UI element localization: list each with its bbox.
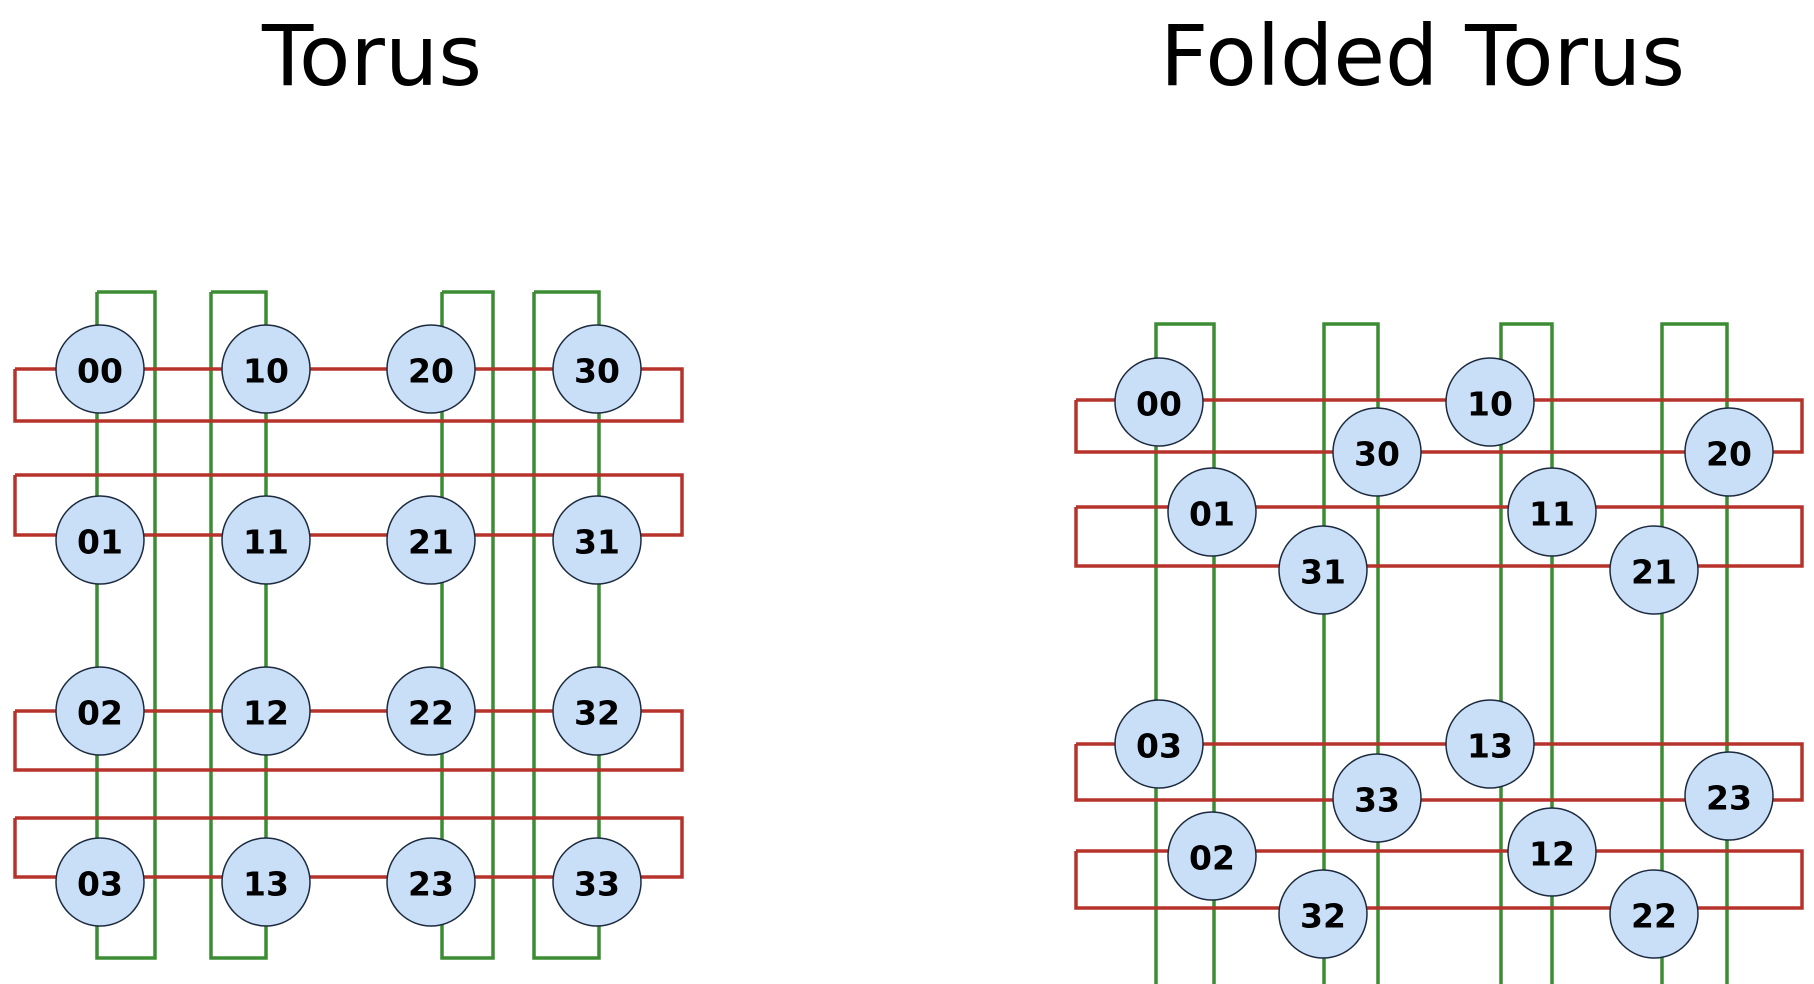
node-label: 01: [77, 523, 123, 562]
node-30: 30: [1332, 407, 1422, 497]
folded-horizontal-link-0: [1074, 398, 1804, 454]
node-23: 23: [1684, 751, 1774, 841]
node-label: 11: [243, 523, 289, 562]
node-01: 01: [55, 495, 145, 585]
node-33: 33: [552, 837, 642, 927]
node-00: 00: [55, 324, 145, 414]
folded-vertical-link-3: [1660, 322, 1729, 984]
folded-torus-diagram: 00 30 10 20 01 31 11 21 03 33 13 23 02 32 12 22: [1074, 322, 1804, 984]
node-11: 11: [1507, 467, 1597, 557]
torus-vertical-link-1: [209, 290, 268, 960]
node-12: 12: [1507, 807, 1597, 897]
node-31: 31: [552, 495, 642, 585]
node-11: 11: [221, 495, 311, 585]
node-22: 22: [386, 666, 476, 756]
node-label: 33: [574, 865, 620, 904]
node-label: 12: [243, 694, 289, 733]
node-label: 23: [408, 865, 454, 904]
node-label: 00: [77, 352, 123, 391]
node-02: 02: [1167, 811, 1257, 901]
node-label: 20: [1706, 435, 1752, 474]
node-label: 13: [1467, 727, 1513, 766]
node-20: 20: [1684, 407, 1774, 497]
node-label: 30: [574, 352, 620, 391]
node-label: 02: [1189, 839, 1235, 878]
node-00: 00: [1114, 357, 1204, 447]
node-03: 03: [55, 837, 145, 927]
node-20: 20: [386, 324, 476, 414]
torus-vertical-link-3: [532, 290, 601, 960]
node-32: 32: [1278, 869, 1368, 959]
node-label: 21: [1631, 553, 1677, 592]
node-label: 21: [408, 523, 454, 562]
folded-vertical-link-0: [1154, 322, 1216, 984]
node-label: 33: [1354, 781, 1400, 820]
node-label: 03: [77, 865, 123, 904]
node-label: 32: [1300, 897, 1346, 936]
node-label: 23: [1706, 779, 1752, 818]
node-21: 21: [1609, 525, 1699, 615]
node-label: 22: [1631, 897, 1677, 936]
node-label: 31: [1300, 553, 1346, 592]
torus-title: Torus: [262, 7, 482, 105]
node-10: 10: [1445, 357, 1535, 447]
node-13: 13: [1445, 699, 1535, 789]
node-label: 12: [1529, 835, 1575, 874]
folded-torus-title: Folded Torus: [1160, 7, 1686, 105]
node-label: 20: [408, 352, 454, 391]
node-label: 32: [574, 694, 620, 733]
torus-diagram: 00 10 20 30 01 11 21 31 02 12 22 32 03 13 23 33: [13, 290, 684, 960]
node-10: 10: [221, 324, 311, 414]
node-32: 32: [552, 666, 642, 756]
torus-horizontal-link-1: [13, 473, 684, 537]
torus-horizontal-link-3: [13, 816, 684, 879]
node-label: 02: [77, 694, 123, 733]
node-label: 10: [243, 352, 289, 391]
node-30: 30: [552, 324, 642, 414]
node-23: 23: [386, 837, 476, 927]
folded-vertical-link-1: [1322, 322, 1380, 984]
node-02: 02: [55, 666, 145, 756]
node-label: 11: [1529, 495, 1575, 534]
node-31: 31: [1278, 525, 1368, 615]
node-12: 12: [221, 666, 311, 756]
node-13: 13: [221, 837, 311, 927]
folded-horizontal-link-2: [1074, 742, 1804, 802]
node-03: 03: [1114, 699, 1204, 789]
node-label: 01: [1189, 495, 1235, 534]
node-label: 03: [1136, 727, 1182, 766]
node-label: 30: [1354, 435, 1400, 474]
node-label: 10: [1467, 385, 1513, 424]
node-label: 22: [408, 694, 454, 733]
node-01: 01: [1167, 467, 1257, 557]
node-21: 21: [386, 495, 476, 585]
node-label: 31: [574, 523, 620, 562]
node-label: 00: [1136, 385, 1182, 424]
node-label: 13: [243, 865, 289, 904]
folded-vertical-link-2: [1499, 322, 1554, 984]
node-33: 33: [1332, 753, 1422, 843]
node-22: 22: [1609, 869, 1699, 959]
